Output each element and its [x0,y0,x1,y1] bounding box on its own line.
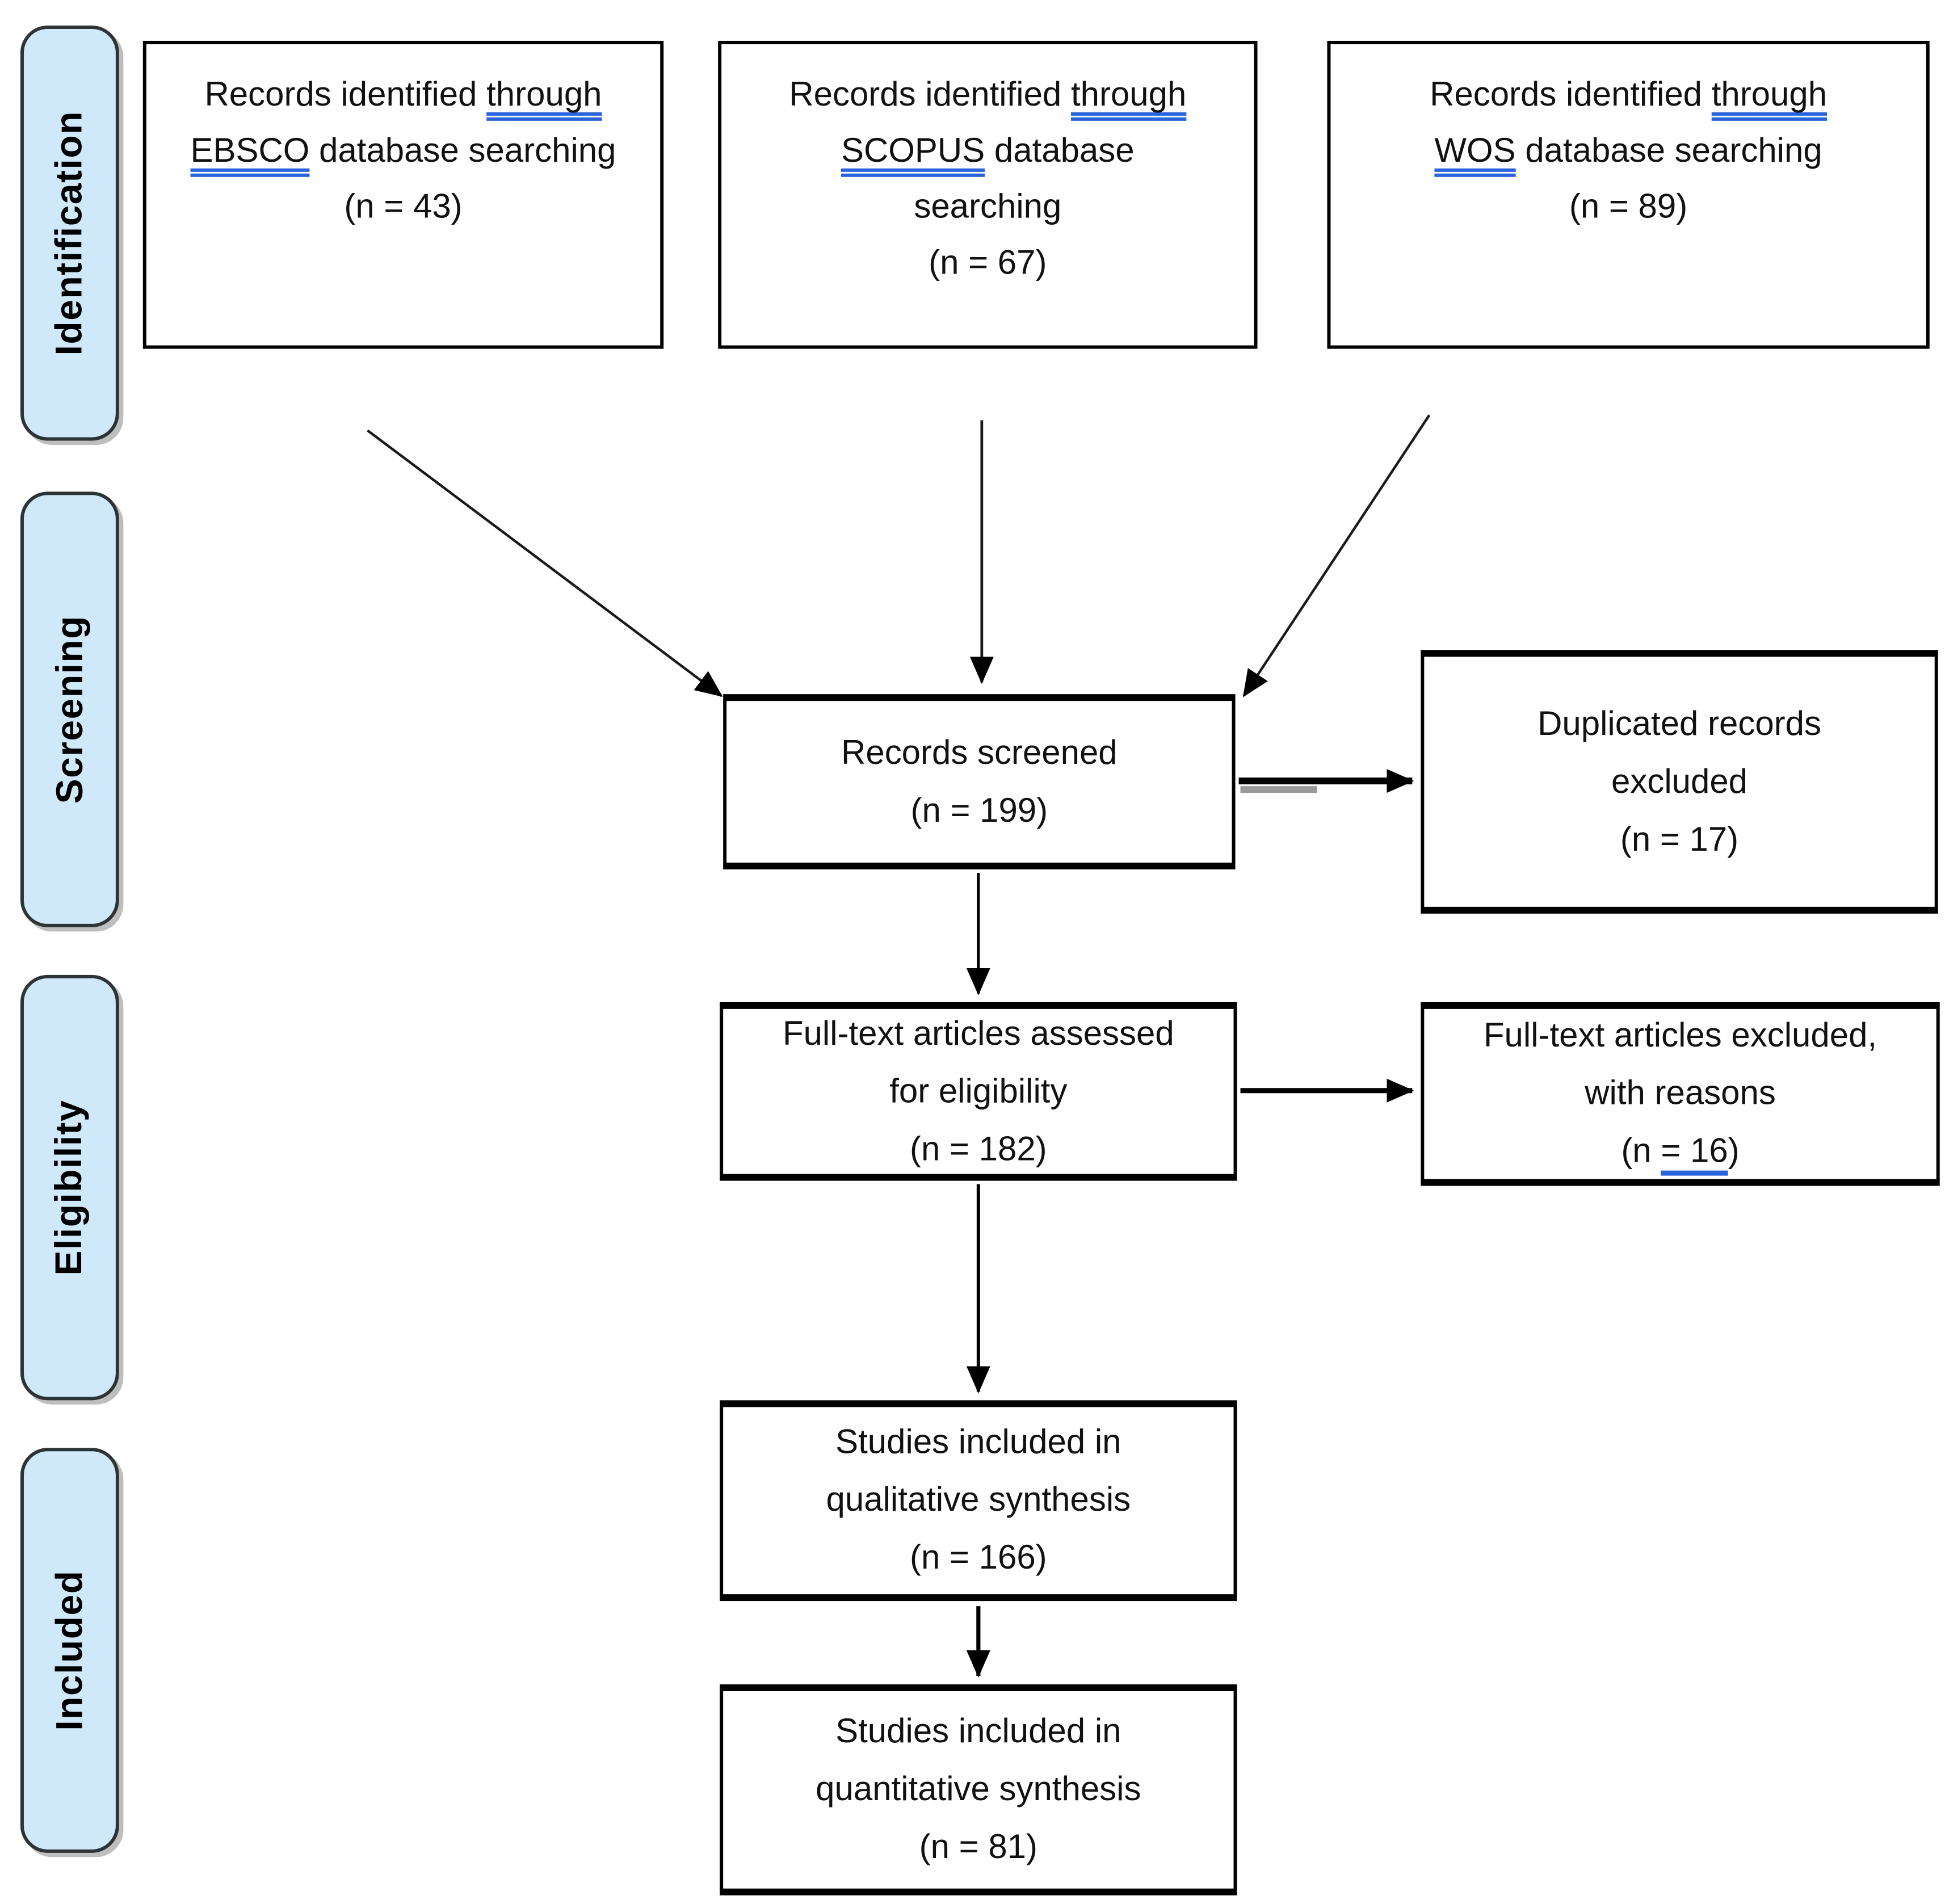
arrow-wos-to-screened [1242,414,1431,697]
node-qualitative-synthesis: Studies included in qualitative synthesis… [720,1400,1237,1602]
node-text-line: (n = 199) [910,792,1048,830]
node-text-line: Full-text articles assessed [782,1015,1174,1053]
node-text-line: Studies included in [835,1713,1121,1751]
node-duplicated-records-excluded: Duplicated records excluded (n = 17) [1421,650,1938,914]
arrow-ebsco-to-screened [367,429,723,697]
node-text-line: with reasons [1585,1075,1776,1113]
node-text-line: (n = 16) [1621,1133,1740,1171]
stage-identification: Identification [20,25,119,441]
node-text-line: SCOPUS database [841,132,1135,170]
node-text-line: (n = 89) [1569,188,1688,226]
node-text-line: Records identified through [789,76,1187,114]
stage-eligibility-label: Eligibility [47,1099,90,1276]
node-text-line: Full-text articles excluded, [1483,1017,1877,1055]
node-text-line: EBSCO database searching [190,132,616,170]
stage-identification-label: Identification [47,111,90,356]
node-fulltext-excluded: Full-text articles excluded, with reasons… [1421,1002,1940,1186]
node-text-line: (n = 17) [1620,821,1739,859]
node-text-line: WOS database searching [1434,132,1822,170]
node-text-line: qualitative synthesis [826,1482,1131,1520]
stage-screening: Screening [20,491,119,927]
node-quantitative-synthesis: Studies included in quantitative synthesi… [720,1684,1237,1895]
node-text-line: searching [914,188,1062,226]
node-text-line: (n = 81) [919,1829,1037,1867]
node-text-line: excluded [1611,763,1748,801]
node-text-line: for eligibility [889,1073,1068,1111]
node-text-line: (n = 166) [909,1540,1047,1578]
stage-eligibility: Eligibility [20,974,119,1401]
node-text-line: Records identified through [204,76,602,114]
stage-included-label: Included [47,1570,90,1731]
node-text-line: Studies included in [835,1424,1121,1462]
node-text-line: (n = 182) [909,1130,1047,1169]
stage-included: Included [20,1448,119,1853]
node-records-screened: Records screened (n = 199) [723,694,1236,869]
node-fulltext-assessed: Full-text articles assessed for eligibili… [720,1002,1237,1181]
node-text-line: quantitative synthesis [816,1771,1141,1809]
stage-screening-label: Screening [47,615,90,804]
node-text-line: Records screened [841,734,1118,772]
node-text-line: (n = 67) [929,245,1047,283]
node-text-line: Duplicated records [1537,705,1821,743]
node-text-line: (n = 43) [344,188,463,226]
node-text-line: Records identified through [1430,76,1828,114]
